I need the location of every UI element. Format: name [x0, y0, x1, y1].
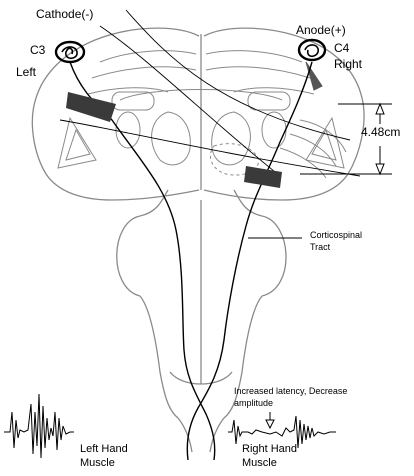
midbrain-left [139, 189, 169, 217]
medulla-right [223, 295, 263, 419]
anode-electrode [297, 38, 327, 91]
right-muscle-label-line2: Muscle [242, 457, 277, 469]
cathode-label: Cathode(-) [36, 7, 94, 21]
cathode-electrode [54, 40, 86, 64]
finding-label-line2: amplitude [234, 398, 274, 408]
decussation-bulge [169, 371, 233, 385]
left-emg-trace [4, 393, 74, 459]
lesions [66, 92, 282, 188]
distance-indicator [300, 102, 392, 176]
left-label: Left [16, 65, 37, 79]
left-emg-waveform [4, 393, 74, 459]
distance-arrow-down [375, 163, 385, 176]
medulla-left [139, 295, 179, 419]
anode-label: Anode(+) [296, 23, 346, 37]
crossing-fibers [59, 9, 361, 177]
brainstem-outline [116, 189, 287, 453]
distance-arrow-up [375, 102, 385, 115]
right-emg-waveform [228, 415, 336, 449]
spinal-cord-right [209, 417, 225, 453]
corpus-callosum [119, 89, 283, 101]
left-ventricle-inner [65, 128, 91, 161]
anode-electrode-scribble [304, 44, 319, 58]
right-label: Right [334, 57, 363, 71]
right-ventricle [305, 116, 345, 169]
anode-current-arrow [305, 61, 323, 91]
right-basal-ganglia [211, 111, 251, 166]
distance-label: 4.48cm [361, 125, 401, 139]
right-tract-fiber [186, 61, 313, 461]
cathode-electrode-scribble [61, 46, 78, 60]
left-muscle-label-line2: Muscle [80, 457, 115, 469]
left-thalamus-box [111, 91, 155, 111]
corticospinal-tract [59, 9, 361, 461]
pons-right [261, 215, 287, 297]
right-emg-trace [228, 415, 336, 449]
right-ventricle-inner [311, 128, 337, 161]
c4-label: C4 [334, 41, 350, 55]
left-basal-ganglia [151, 111, 191, 166]
left-nucleus [115, 111, 141, 149]
midbrain-right [233, 189, 263, 217]
left-tract-fiber [69, 61, 216, 461]
right-contour-lines [279, 119, 347, 179]
right-hemisphere-outline [203, 27, 365, 201]
finding-arrow [265, 412, 275, 430]
right-muscle-label-line1: Right Hand [242, 443, 298, 455]
right-thalamus-box [247, 91, 291, 111]
spinal-cord-left [177, 417, 193, 453]
finding-arrow-head [265, 419, 275, 430]
right-gyrus-lines [205, 50, 315, 95]
internal-structures [57, 50, 347, 179]
finding-label-line1: Increased latency, Decrease [234, 386, 348, 396]
right-lesion-block [244, 166, 282, 188]
tract-label-line2: Tract [310, 242, 331, 252]
c3-label: C3 [30, 43, 46, 57]
left-lesion-block [66, 92, 116, 122]
left-gyrus-lines [87, 50, 197, 95]
left-ventricle [57, 116, 97, 169]
tract-label-line1: Corticospinal [310, 230, 363, 240]
pons-left [116, 215, 141, 297]
anode-electrode-ring [297, 38, 327, 62]
left-muscle-label-line1: Left Hand [80, 443, 128, 455]
brain-outline [31, 27, 365, 201]
left-hemisphere-outline [31, 27, 200, 201]
